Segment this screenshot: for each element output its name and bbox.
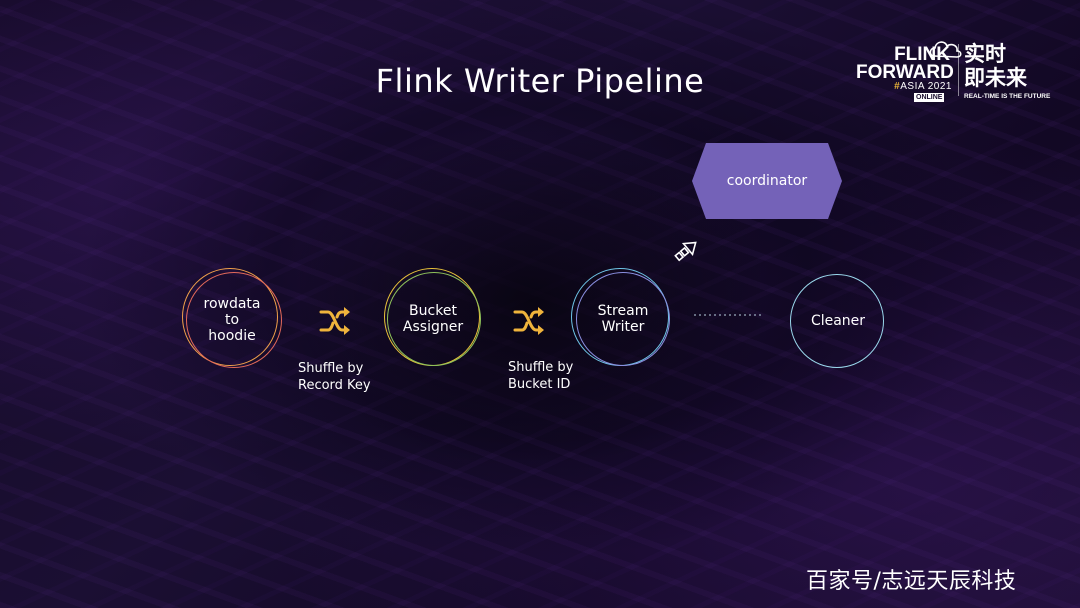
logo-edition-text: ASIA 2021 (900, 81, 952, 92)
node-ring-inner (387, 272, 481, 366)
node-ring-inner (186, 272, 282, 368)
edge-label-line2: Record Key (298, 378, 371, 393)
watermark: 百家号/志远天辰科技 (806, 569, 1017, 594)
node-label-line1: rowdata (203, 296, 261, 312)
shuffle-by-record-key-label: Shuffle by Record Key (298, 360, 371, 394)
up-right-arrow-icon (674, 241, 697, 262)
logo-divider (958, 44, 959, 96)
shuffle-icon (319, 307, 350, 335)
logo-cn-line2: 即未来 (964, 66, 1027, 90)
cleaner-node: Cleaner (790, 274, 886, 368)
coordinator-shape (692, 143, 842, 219)
logo-line1: FLINK (894, 44, 950, 65)
dotted-connector (694, 314, 762, 316)
logo-cn-line1: 实时 (964, 42, 1006, 66)
node-label-line1: Bucket (409, 303, 457, 319)
coordinator-label: coordinator (726, 173, 808, 189)
logo-edition: #ASIA 2021 (894, 81, 952, 92)
logo-online-badge: ONLINE (914, 93, 945, 102)
logo-hash: # (894, 81, 901, 92)
node-ring-inner (576, 272, 670, 366)
node-label-line2: Assigner (402, 319, 464, 335)
coordinator-node: coordinator (692, 143, 842, 219)
node-label: rowdata to hoodie (204, 296, 261, 344)
stream-writer-node: Stream Writer (571, 268, 675, 370)
node-label: Cleaner (810, 313, 866, 329)
node-label: Bucket Assigner (403, 303, 463, 335)
rowdata-to-hoodie-node: rowdata to hoodie (180, 268, 284, 372)
edge-label-line1: Shuffle by (508, 360, 574, 375)
logo-tagline: REAL-TIME IS THE FUTURE (964, 93, 1051, 100)
node-label-line2: to (224, 312, 240, 328)
shuffle-by-bucket-id-label: Shuffle by Bucket ID (508, 359, 573, 393)
bucket-assigner-node: Bucket Assigner (382, 268, 484, 370)
cloud-squirrel-icon (929, 41, 962, 58)
edge-label-line2: Bucket ID (508, 377, 571, 392)
node-ring (790, 274, 884, 368)
logo-chinese-slogan: 实时 即未来 (964, 42, 1034, 90)
edge-label-line1: Shuffle by (298, 361, 364, 376)
node-label-line1: Stream (597, 303, 649, 319)
node-label-line2: Writer (601, 319, 645, 335)
shuffle-icon (513, 307, 544, 335)
logo-wordmark: FLINK FORWARD (856, 44, 954, 83)
node-label-line3: hoodie (208, 328, 256, 344)
slide-title: Flink Writer Pipeline (375, 62, 705, 100)
background-vignette (300, 140, 760, 460)
node-label: Stream Writer (598, 303, 649, 335)
flink-forward-logo: FLINK FORWARD #ASIA 2021 ONLINE 实时 即未来 R… (850, 40, 1050, 102)
logo-line2: FORWARD (856, 62, 954, 83)
